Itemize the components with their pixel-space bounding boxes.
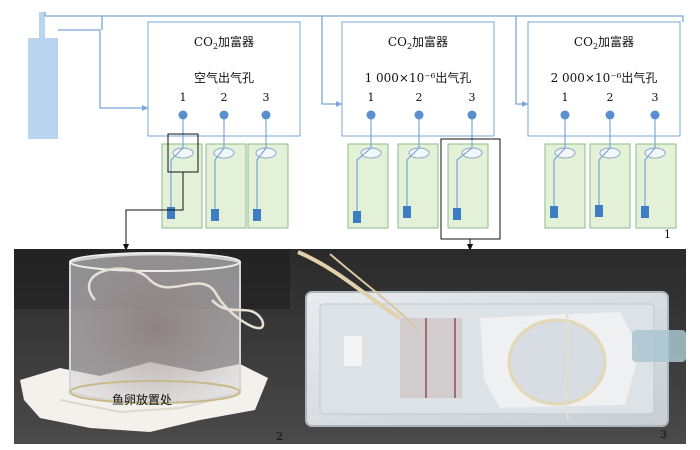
air-stone bbox=[550, 206, 558, 218]
egg-cup bbox=[360, 147, 382, 159]
panel-label-3: 3 bbox=[660, 428, 667, 441]
hole-label: 3 bbox=[652, 91, 659, 104]
enricher-title: CO2加富器 bbox=[574, 34, 634, 51]
air-stone bbox=[403, 206, 411, 218]
air-tube bbox=[297, 250, 402, 320]
egg-cup bbox=[172, 147, 194, 159]
air-tube bbox=[644, 119, 656, 206]
main-pipe bbox=[45, 15, 684, 22]
outlet-hole bbox=[178, 110, 188, 120]
panel-label-1: 1 bbox=[664, 228, 671, 241]
air-stone bbox=[253, 209, 261, 221]
photo-2-fish-egg-chamber: 鱼卵放置处 2 bbox=[14, 249, 290, 444]
cup-base bbox=[69, 380, 241, 404]
outlet-hole bbox=[467, 110, 477, 120]
air-tube bbox=[456, 119, 473, 208]
air-stone bbox=[453, 208, 461, 220]
panel-label-2: 2 bbox=[276, 430, 283, 443]
egg-position-label: 鱼卵放置处 bbox=[112, 392, 172, 407]
cylinder-valve bbox=[39, 12, 45, 40]
outlet-hole bbox=[560, 110, 570, 120]
air-tube bbox=[356, 119, 372, 211]
air-stone bbox=[641, 206, 649, 218]
hole-label: 1 bbox=[180, 91, 187, 104]
cylinder-body bbox=[28, 38, 58, 139]
partition-area bbox=[400, 318, 462, 398]
pipe-to-enricher-2 bbox=[321, 16, 342, 105]
callout-arrowhead-3 bbox=[467, 244, 473, 251]
air-tube bbox=[553, 119, 566, 206]
gas-cylinder bbox=[28, 12, 58, 139]
enricher-box-1: CO2加富器 空气出气孔 1 2 3 bbox=[147, 21, 301, 137]
hole-label: 3 bbox=[469, 91, 476, 104]
outlet-hole bbox=[261, 110, 271, 120]
air-stone bbox=[595, 205, 603, 217]
outlet-hole bbox=[650, 110, 660, 120]
gas-pipes bbox=[44, 12, 684, 109]
air-stone bbox=[211, 209, 219, 221]
hole-label: 3 bbox=[263, 91, 270, 104]
hole-label: 1 bbox=[562, 91, 569, 104]
arrow-2 bbox=[336, 101, 342, 107]
hole-label: 2 bbox=[607, 91, 614, 104]
outlet-hole bbox=[219, 110, 229, 120]
air-tube bbox=[256, 119, 267, 209]
enricher-outlet-label: 1 000×10⁻⁶出气孔 bbox=[365, 70, 472, 85]
enricher-outlet-label: 2 000×10⁻⁶出气孔 bbox=[551, 70, 658, 85]
enricher-title: CO2加富器 bbox=[194, 34, 254, 51]
arrow-3 bbox=[522, 101, 528, 107]
hole-label: 2 bbox=[416, 91, 423, 104]
pipe-arrows bbox=[142, 101, 528, 111]
air-tube bbox=[214, 119, 225, 209]
cup-rim bbox=[69, 252, 241, 272]
enricher-title: CO2加富器 bbox=[388, 34, 448, 51]
air-stone bbox=[167, 207, 175, 219]
air-tube bbox=[598, 119, 611, 205]
enricher-outlet-label: 空气出气孔 bbox=[194, 70, 254, 85]
schematic: CO2加富器 空气出气孔 1 2 3 CO2加富器 1 000×10⁻⁶出气孔 … bbox=[28, 12, 684, 251]
air-tube bbox=[406, 119, 420, 206]
arrow-1 bbox=[142, 105, 148, 111]
outlet-hole bbox=[366, 110, 376, 120]
hole-label: 1 bbox=[368, 91, 375, 104]
callout-arrowhead-2 bbox=[123, 244, 129, 251]
pipe-to-enricher-3 bbox=[515, 16, 528, 105]
photo-3-tank-top-view: 3 bbox=[290, 249, 686, 444]
pipe-to-enricher-1 bbox=[58, 29, 148, 109]
hole-label: 2 bbox=[221, 91, 228, 104]
air-stone bbox=[353, 211, 361, 223]
outlet-hole bbox=[605, 110, 615, 120]
outlet-hole bbox=[414, 110, 424, 120]
callout-line-2 bbox=[125, 172, 184, 246]
label-sticker bbox=[344, 336, 362, 366]
outlet-fitting bbox=[632, 330, 686, 362]
tank-group bbox=[161, 110, 677, 229]
string bbox=[87, 267, 265, 330]
egg-cup bbox=[408, 147, 430, 159]
egg-cup-top bbox=[507, 318, 607, 406]
